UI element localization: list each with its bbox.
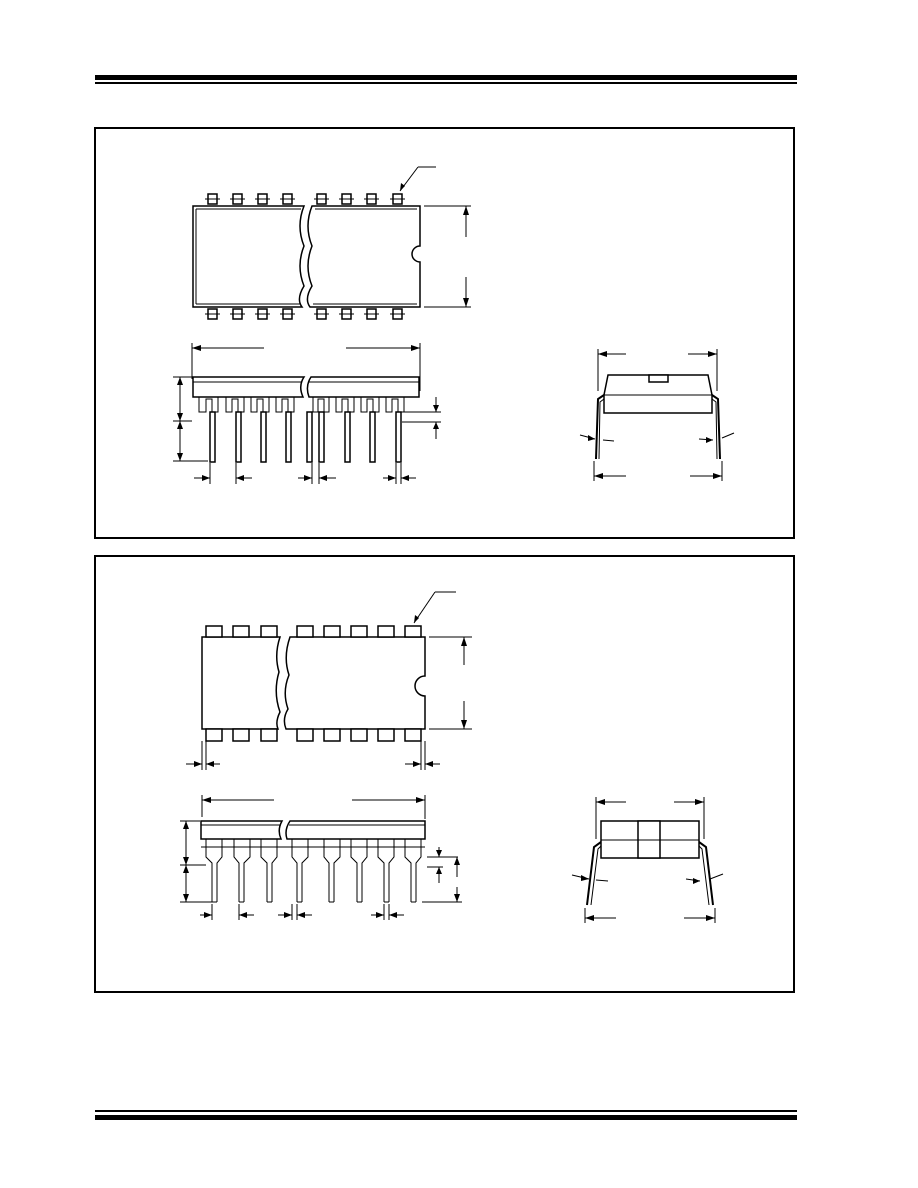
end-view — [571, 797, 724, 923]
top-view-top-pins — [205, 193, 405, 205]
side-view — [180, 795, 462, 920]
footer-rule-thin — [95, 1110, 797, 1112]
top-view — [192, 166, 471, 320]
side-view-leads — [201, 839, 425, 903]
package-outline-drawing-1 — [173, 166, 735, 484]
end-view — [579, 349, 735, 481]
top-view-bottom-pins — [205, 728, 422, 742]
header-rule-thin — [95, 82, 797, 84]
package-drawing-panel-2 — [94, 555, 795, 993]
header-rule-thick — [95, 75, 797, 80]
package-drawing-panel-1 — [94, 127, 795, 539]
footer-rule-thick — [95, 1115, 797, 1120]
side-view-leads — [198, 397, 405, 463]
top-view-top-pins — [205, 625, 422, 638]
package-outline-drawing-2 — [180, 591, 724, 923]
side-view — [173, 343, 441, 484]
top-view-bottom-pins — [205, 308, 405, 320]
top-view — [186, 591, 472, 770]
